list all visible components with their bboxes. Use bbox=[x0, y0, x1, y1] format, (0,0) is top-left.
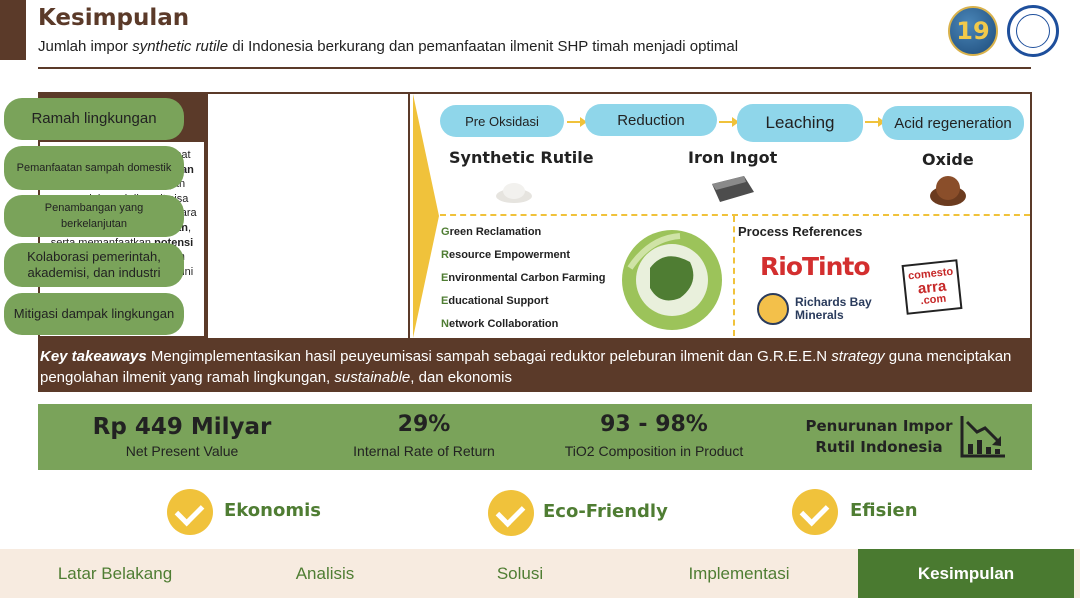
pill-pemanfaatan-sampah: Pemanfaatan sampah domestik bbox=[4, 146, 184, 190]
green-item: Resource Empowerment bbox=[441, 249, 570, 261]
green-globe-image bbox=[622, 230, 722, 330]
declining-chart-icon bbox=[960, 416, 1005, 458]
check-eco-friendly: Eco-Friendly bbox=[543, 501, 668, 522]
kpi-band bbox=[38, 404, 1032, 470]
product-oxide: Oxide bbox=[922, 150, 974, 169]
checkmark-icon bbox=[488, 490, 534, 536]
page-subtitle: Jumlah impor synthetic rutile di Indones… bbox=[38, 38, 739, 55]
kpi-npv-label: Net Present Value bbox=[125, 443, 239, 459]
step-reduction: Reduction bbox=[585, 104, 717, 136]
green-item: Network Collaboration bbox=[441, 318, 559, 330]
arrow-right-icon bbox=[865, 117, 885, 127]
dashed-divider bbox=[440, 214, 1030, 216]
green-item: Environmental Carbon Farming bbox=[441, 272, 606, 284]
arrow-right-icon bbox=[567, 117, 587, 127]
green-item: Green Reclamation bbox=[441, 226, 542, 238]
synthetic-rutile-powder-image bbox=[496, 183, 532, 203]
oxide-powder-image bbox=[930, 176, 966, 206]
comesto-arra-logo: comesto arra .com bbox=[901, 259, 963, 315]
pill-kolaborasi: Kolaborasi pemerintah, akademisi, dan in… bbox=[4, 243, 184, 287]
anniversary-logo: 19 bbox=[948, 6, 998, 56]
richards-bay-logo-icon bbox=[757, 293, 789, 325]
nav-analisis[interactable]: Analisis bbox=[295, 563, 355, 583]
checkmark-icon bbox=[167, 489, 213, 535]
product-iron-ingot: Iron Ingot bbox=[688, 148, 778, 167]
pill-ramah-lingkungan: Ramah lingkungan bbox=[4, 98, 184, 140]
kpi-irr-label: Internal Rate of Return bbox=[353, 443, 495, 459]
kpi-tio2-value: 93 - 98% bbox=[600, 412, 708, 437]
riotinto-logo: RioTinto bbox=[760, 252, 871, 281]
check-efisien: Efisien bbox=[850, 500, 918, 521]
chevron-arrow bbox=[413, 94, 439, 338]
nav-implementasi[interactable]: Implementasi bbox=[688, 563, 790, 583]
dashed-divider bbox=[733, 216, 735, 336]
kpi-npv-value: Rp 449 Milyar bbox=[92, 414, 272, 440]
arrow-right-icon bbox=[719, 117, 739, 127]
step-acid-regeneration: Acid regeneration bbox=[882, 106, 1024, 140]
step-leaching: Leaching bbox=[737, 104, 863, 142]
green-item: Educational Support bbox=[441, 295, 549, 307]
kpi-irr-value: 29% bbox=[397, 412, 451, 437]
product-synthetic-rutile: Synthetic Rutile bbox=[449, 148, 594, 167]
nav-latar-belakang[interactable]: Latar Belakang bbox=[57, 563, 173, 583]
kpi-tio2-label: TiO2 Composition in Product bbox=[564, 443, 744, 459]
brand-bar bbox=[0, 0, 26, 60]
step-pre-oksidasi: Pre Oksidasi bbox=[440, 105, 564, 137]
pill-mitigasi: Mitigasi dampak lingkungan bbox=[4, 293, 184, 335]
nav-solusi[interactable]: Solusi bbox=[496, 563, 544, 583]
key-takeaways: Key takeaways Mengimplementasikan hasil … bbox=[40, 348, 1012, 386]
benefit-list bbox=[208, 94, 408, 338]
iron-ingot-image bbox=[712, 176, 754, 202]
nav-kesimpulan[interactable]: Kesimpulan bbox=[858, 549, 1074, 598]
check-ekonomis: Ekonomis bbox=[224, 500, 321, 521]
page-title: Kesimpulan bbox=[38, 5, 190, 31]
process-references-title: Process References bbox=[738, 224, 863, 239]
institute-seal-logo bbox=[1007, 5, 1059, 57]
header-divider bbox=[38, 67, 1031, 69]
pill-penambangan: Penambangan yang berkelanjutan bbox=[4, 195, 184, 237]
checkmark-icon bbox=[792, 489, 838, 535]
